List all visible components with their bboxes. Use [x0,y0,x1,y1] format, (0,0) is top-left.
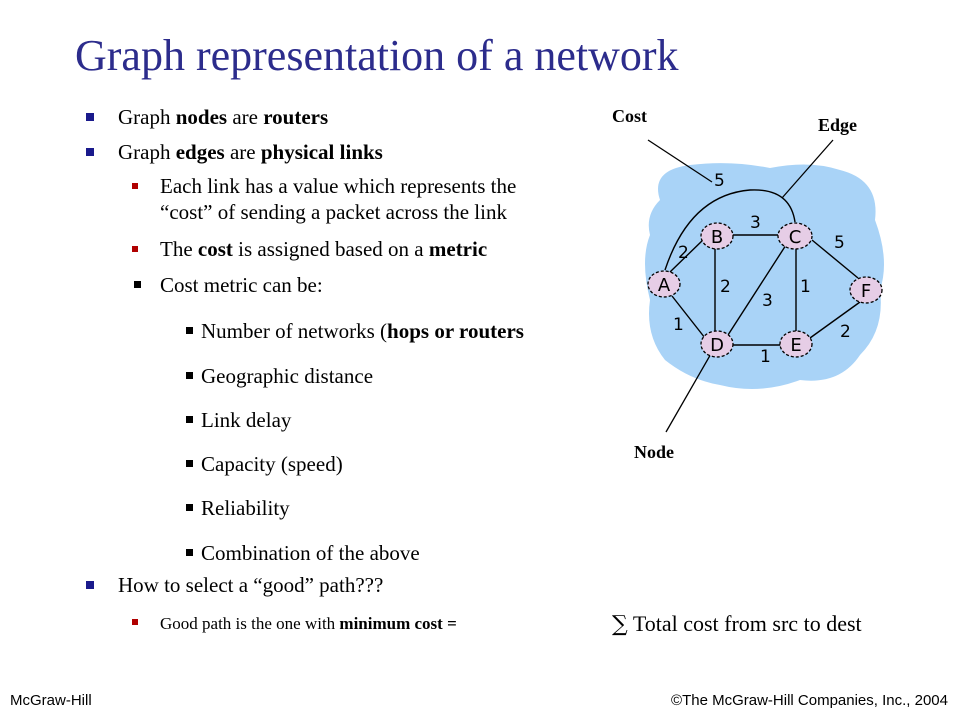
bullet-line-2: Graph edges are physical links [118,139,383,165]
bullet-marker [86,581,94,589]
cost-label-a-b: 2 [678,243,689,263]
bullet-line-4: “cost” of sending a packet across the li… [160,199,507,225]
edge-c-d [727,244,787,336]
bullet-text-segment: cost [197,237,233,261]
edge-label: Edge [818,115,858,135]
bullet-text-segment: Geographic distance [201,364,374,388]
router-node-e [779,330,813,358]
edge-a-d [671,295,706,339]
footer-right: ©The McGraw-Hill Companies, Inc., 2004 [671,692,948,709]
bullet-text-segment: are [227,105,264,129]
bullet-text-segment: Reliability [201,496,290,520]
bullet-marker [186,372,193,379]
bullet-text-segment: minimum cost = [339,614,457,633]
bullet-text-segment: The [160,237,198,261]
router-node-c [777,222,813,250]
cost-label-a-d: 1 [673,315,684,335]
bullet-marker [132,619,138,625]
router-node-b [700,222,734,250]
bullet-line-8: Geographic distance [201,363,373,389]
cost-label: Cost [612,106,647,126]
bullet-text-segment: Link delay [201,408,292,432]
bullet-text-segment: Combination of the above [201,541,420,565]
bullet-marker [186,504,193,511]
bullet-line-5: The cost is assigned based on a metric [160,236,487,262]
bullet-text-segment: Each link has a value which represents t… [160,174,517,198]
cost-label-d-e: 1 [760,347,771,367]
bullet-text-segment: “cost” of sending a packet across the li… [160,200,507,224]
bullet-text-segment: Number of networks ( [201,319,388,343]
bullet-text-segment: is assigned based on a [232,237,429,261]
router-label-a: A [658,275,671,296]
edge-c-f [811,239,859,279]
bullet-marker [186,327,193,334]
bullet-text-segment: How to select a “good” path??? [118,573,384,597]
bullet-line-14: Good path is the one with minimum cost = [160,611,457,637]
bullet-text-segment: Graph [118,140,176,164]
bullet-marker [186,460,193,467]
cost-pointer [647,139,713,183]
bullet-text-segment: hops or routers [387,319,524,343]
router-label-b: B [711,227,723,248]
router-label-d: D [710,335,724,356]
footer-left: McGraw-Hill [10,692,92,709]
bullet-marker [186,416,193,423]
cost-label-b-c: 3 [750,213,761,233]
bullet-marker [86,113,94,121]
bullet-marker [86,148,94,156]
bullet-text-segment: metric [428,237,488,261]
network-cloud [645,163,884,389]
edge-e-f [809,301,861,339]
router-label-e: E [790,335,801,356]
page-title: Graph representation of a network [75,31,679,80]
bullet-line-7: Number of networks (hops or routers [201,318,524,344]
edge-a-b [669,237,706,273]
cost-label-a-c: 5 [714,171,725,191]
edge-a-c [664,189,796,271]
bullet-text-segment: routers [263,105,329,129]
cost-label-c-e: 1 [800,277,811,297]
edge-pointer [781,139,834,199]
router-node-d [700,330,734,358]
bullet-text-segment: nodes [175,105,228,129]
bullet-line-10: Capacity (speed) [201,451,343,477]
total-cost-label: Total cost from src to dest [632,611,862,636]
node-label: Node [634,442,674,462]
bullet-line-12: Combination of the above [201,540,420,566]
cost-label-b-d: 2 [720,277,731,297]
bullet-text-segment: Cost metric can be: [160,273,323,297]
bullet-text-segment: Good path is the one with [160,614,340,633]
bullet-line-13: How to select a “good” path??? [118,572,383,598]
router-node-f [849,276,883,304]
total-cost-text: ∑ Total cost from src to dest [612,611,862,637]
bullet-text-segment: Capacity (speed) [201,452,343,476]
cost-label-e-f: 2 [840,322,851,342]
bullet-line-1: Graph nodes are routers [118,104,328,130]
bullet-marker [132,183,138,189]
bullet-text-segment: are [224,140,261,164]
bullet-marker [186,549,193,556]
bullet-text-segment: Graph [118,105,176,129]
bullet-marker [132,246,138,252]
sigma-symbol: ∑ [612,612,628,637]
router-node-a [647,270,681,298]
router-label-c: C [789,227,802,248]
node-pointer [665,351,713,433]
bullet-line-3: Each link has a value which represents t… [160,173,516,199]
cost-label-c-d: 3 [762,291,773,311]
router-label-f: F [861,281,871,302]
cost-label-c-f: 5 [834,233,845,253]
bullet-text-segment: edges [175,140,225,164]
bullet-line-9: Link delay [201,407,291,433]
bullet-marker [134,281,141,288]
bullet-line-6: Cost metric can be: [160,272,323,298]
bullet-text-segment: physical links [260,140,383,164]
bullet-line-11: Reliability [201,495,290,521]
